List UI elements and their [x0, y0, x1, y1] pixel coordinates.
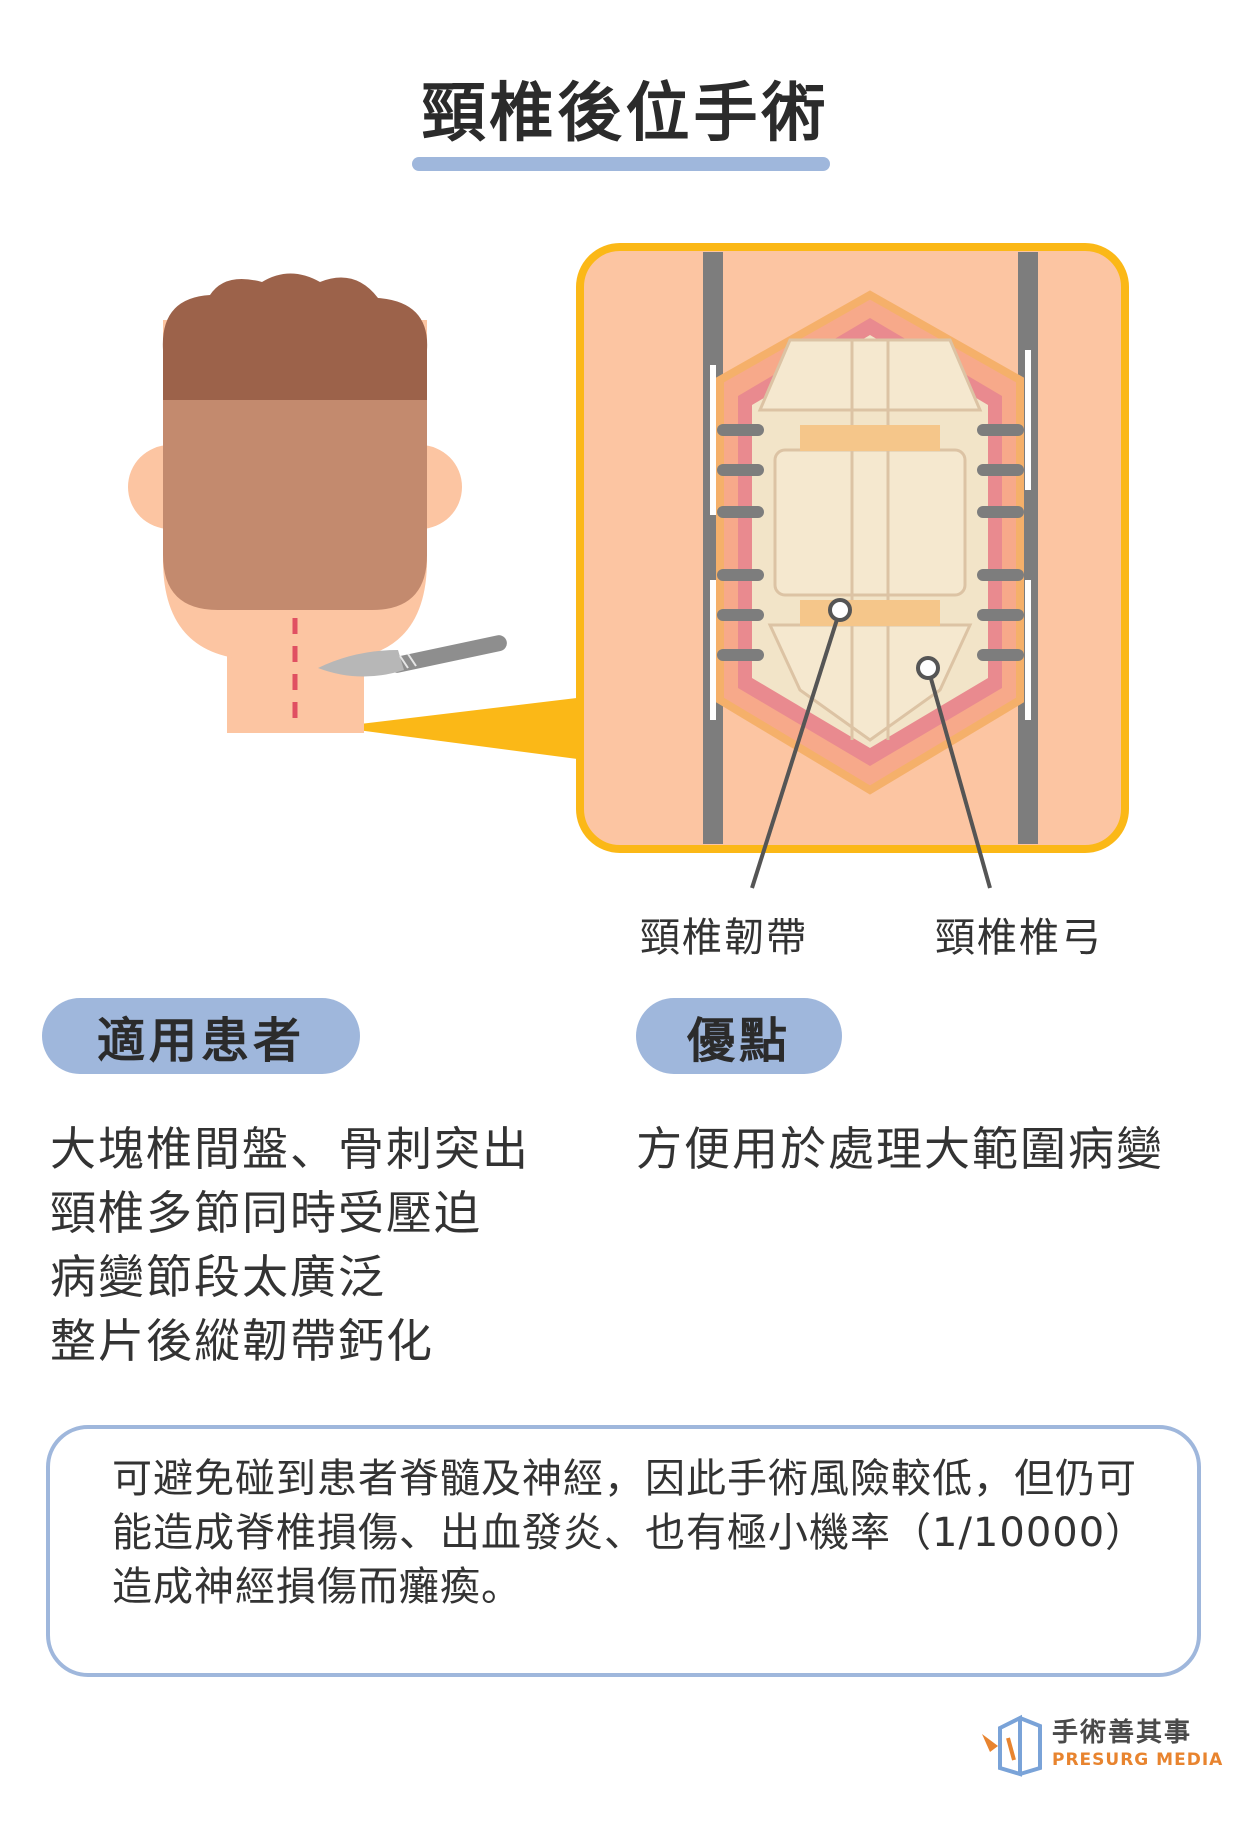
list-item: 整片後縱韌帶鈣化 [50, 1314, 434, 1368]
zoom-wedge [335, 697, 585, 760]
list-item: 病變節段太廣泛 [50, 1250, 386, 1304]
section-label-advantages: 優點 [636, 998, 842, 1074]
list-item: 頸椎多節同時受壓迫 [50, 1186, 482, 1240]
surgery-illustration [128, 243, 1129, 889]
scalp [163, 370, 427, 610]
section-label-patients: 適用患者 [42, 998, 360, 1074]
risk-note-box [46, 1425, 1201, 1677]
list-item: 大塊椎間盤、骨刺突出 [50, 1122, 530, 1176]
patients-list: 大塊椎間盤、骨刺突出 頸椎多節同時受壓迫 病變節段太廣泛 整片後縱韌帶鈣化 [50, 1117, 530, 1373]
head-back-view [128, 273, 462, 733]
ligament-marker [828, 598, 852, 622]
retractor-hooks [717, 424, 1024, 661]
advantages-list: 方便用於處理大範圍病變 [636, 1117, 1164, 1181]
zoom-frame [576, 243, 1129, 853]
label-ligament: 頸椎韌帶 [640, 915, 808, 961]
logo-name-cn: 手術善其事 [1052, 1718, 1193, 1748]
page-title: 頸椎後位手術 [421, 77, 830, 151]
logo-name-en: PRESURG MEDIA [1052, 1750, 1224, 1770]
risk-note-text: 可避免碰到患者脊髓及神經，因此手術風險較低，但仍可能造成脊椎損傷、出血發炎、也有… [112, 1456, 1147, 1610]
presurg-logo-icon [982, 1714, 1042, 1777]
lamina-marker [916, 656, 940, 680]
ligament-band [800, 425, 940, 451]
label-lamina: 頸椎椎弓 [935, 915, 1103, 961]
title-underline [412, 157, 830, 171]
scalpel-icon [318, 635, 507, 677]
list-item: 方便用於處理大範圍病變 [636, 1122, 1164, 1176]
callout-pointers [750, 598, 992, 889]
hair [162, 273, 428, 400]
vertebrae [757, 338, 983, 742]
